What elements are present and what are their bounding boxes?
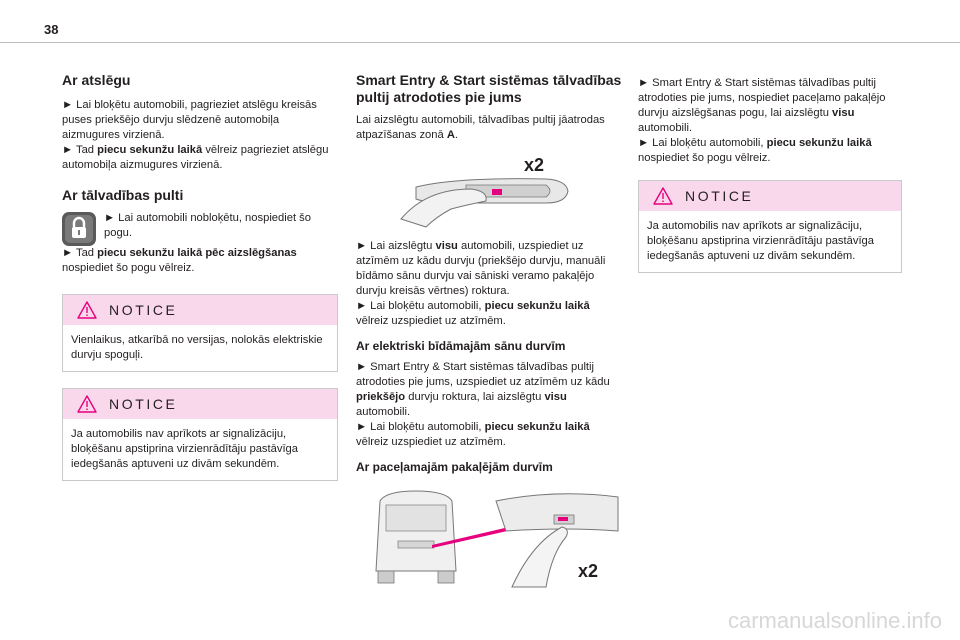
notice-box-signal: NOTICE Ja automobilis nav aprīkots ar si… — [62, 388, 338, 481]
section-heading-remote: Ar tālvadības pulti — [62, 187, 184, 203]
warning-icon — [77, 301, 97, 319]
header-divider — [0, 42, 960, 43]
paragraph: ► Lai aizslēgtu visu automobili, uzspied… — [356, 240, 606, 327]
column-left: Ar atslēgu ► Lai bloķētu automobili, pag… — [62, 70, 338, 481]
watermark: carmanualsonline.info — [727, 608, 942, 633]
remote-lock-instruction: ► Lai automobili nobloķētu, nospiediet š… — [62, 211, 338, 246]
section-heading-key: Ar atslēgu — [62, 72, 131, 88]
repeat-label: x2 — [578, 561, 598, 581]
notice-header: NOTICE — [639, 181, 901, 211]
notice-title: NOTICE — [685, 188, 754, 204]
warning-icon — [653, 187, 673, 205]
notice-box-mirrors: NOTICE Vienlaikus, atkarībā no versijas,… — [62, 294, 338, 372]
paragraph: Lai aizslēgtu automobili, tālvadības pul… — [356, 114, 605, 141]
page-number: 38 — [44, 22, 59, 37]
notice-text: Vienlaikus, atkarībā no versijas, nolokā… — [71, 334, 323, 361]
notice-title: NOTICE — [109, 396, 178, 412]
notice-header: NOTICE — [63, 295, 337, 325]
warning-icon — [77, 395, 97, 413]
notice-title: NOTICE — [109, 302, 178, 318]
tailgate-illustration: x2 — [375, 490, 619, 588]
section-heading-sliding-doors: Ar elektriski bīdāmajām sānu durvīm — [356, 339, 566, 353]
paragraph: ► Tad piecu sekunžu laikā pēc aizslēgšan… — [62, 247, 297, 274]
notice-box-signal: NOTICE Ja automobilis nav aprīkots ar si… — [638, 180, 902, 273]
column-middle: Smart Entry & Start sistēmas tālvadības … — [356, 70, 622, 591]
notice-text: Ja automobilis nav aprīkots ar signalizā… — [647, 220, 874, 262]
paragraph: ► Lai bloķētu automobili, pagrieziet ats… — [62, 99, 329, 171]
door-handle-illustration: x2 — [400, 155, 569, 228]
notice-text: Ja automobilis nav aprīkots ar signalizā… — [71, 428, 298, 470]
section-heading-smart-entry: Smart Entry & Start sistēmas tālvadības … — [356, 72, 622, 105]
repeat-label: x2 — [524, 155, 544, 175]
column-right: ► Smart Entry & Start sistēmas tālvadība… — [638, 76, 902, 273]
lock-button-icon — [62, 212, 96, 246]
paragraph: ► Smart Entry & Start sistēmas tālvadība… — [356, 361, 610, 448]
notice-header: NOTICE — [63, 389, 337, 419]
paragraph: ► Smart Entry & Start sistēmas tālvadība… — [638, 77, 886, 164]
section-heading-tailgate: Ar paceļamajām pakaļējām durvīm — [356, 460, 553, 474]
